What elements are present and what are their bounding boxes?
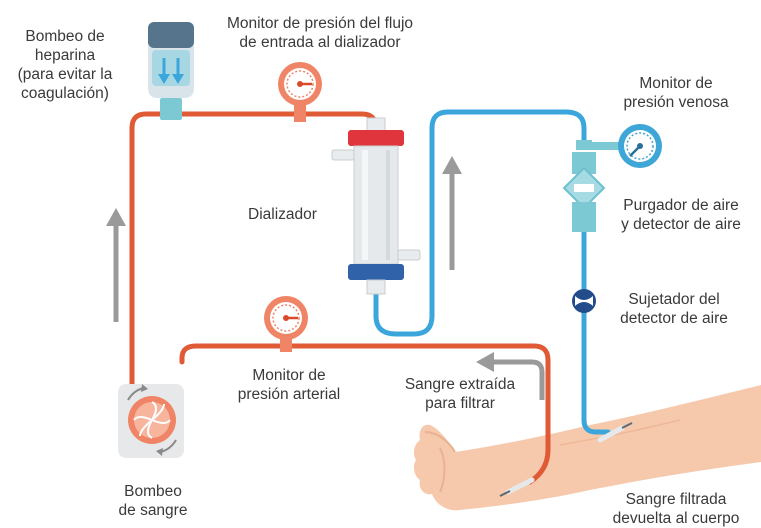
blood-pump-icon [118,384,184,458]
label-line: Monitor de presión del flujo [226,15,414,32]
pressure-gauge-icon [576,124,662,168]
arterial-line [129,111,551,485]
label-line: presión arterial [237,386,341,403]
arterial-monitor-label: Monitor de presión arterial [214,366,364,404]
label-line: presión venosa [623,94,729,111]
heparin-pump-label: Bombeo de heparina (para evitar la coagu… [8,27,122,103]
blood-pump-label: Bombeo de sangre [98,482,208,520]
label-line: de entrada al dializador [239,34,401,51]
air-clamp-label: Sujetador del detector de aire [604,290,744,328]
label-line: Bombeo [124,483,182,500]
air-trap-icon [562,152,606,232]
pressure-gauge-icon [264,296,308,352]
label-line: de sangre [118,502,188,519]
air-clamp-icon [572,289,596,313]
label-line: Sujetador del [628,291,720,308]
inflow-monitor-label: Monitor de presión del flujo de entrada … [190,14,450,52]
label-line: heparina [34,47,96,64]
dialyzer-icon [331,117,421,295]
flow-arrow-icon [113,170,545,400]
label-line: coagulación) [21,85,109,102]
label-line: Monitor de [252,367,326,384]
blood-out-label: Sangre extraída para filtrar [390,375,530,413]
label-line: Sangre extraída [404,376,516,393]
label-line: Bombeo de [25,28,105,45]
dialyzer-label: Dializador [248,206,317,223]
label-line: (para evitar la [17,66,113,83]
label-line: para filtrar [425,395,495,412]
label-line: Purgador de aire [623,197,739,214]
label-line: Monitor de [639,75,713,92]
arm-icon [413,385,761,511]
air-trap-label: Purgador de aire y detector de aire [606,196,756,234]
label-line: y detector de aire [621,216,741,233]
needle-icon [499,422,633,497]
label-line: devuelta al cuerpo [612,510,740,527]
label-line: detector de aire [620,310,728,327]
venous-monitor-label: Monitor de presión venosa [608,74,744,112]
label-line: Sangre filtrada [625,491,727,508]
pressure-gauge-icon [278,62,322,122]
blood-back-label: Sangre filtrada devuelta al cuerpo [596,490,756,528]
heparin-pump-icon [148,22,194,120]
venous-line [373,109,611,435]
